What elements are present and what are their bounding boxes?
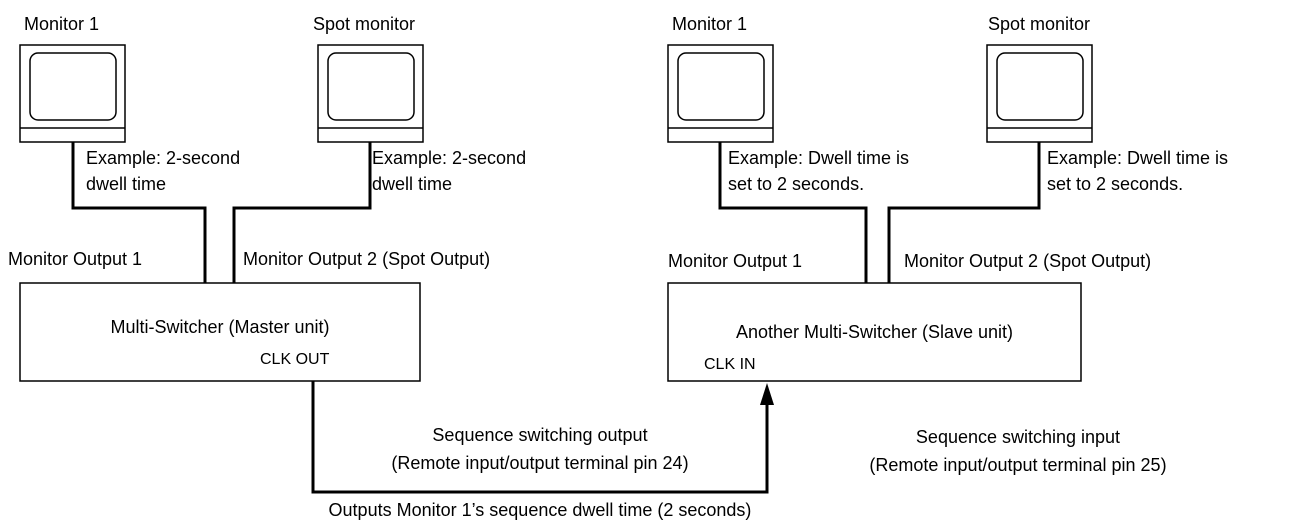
left-spot-cable <box>232 142 372 283</box>
left-spot-example-line2: dwell time <box>372 174 453 194</box>
left-monitor-output2-label: Monitor Output 2 (Spot Output) <box>243 249 491 269</box>
sequence-input-line2: (Remote input/output terminal pin 25) <box>869 455 1167 475</box>
right-monitor1-example-line1: Example: Dwell time is <box>728 148 910 168</box>
sequence-output-line2: (Remote input/output terminal pin 24) <box>391 453 689 473</box>
right-spot-monitor-icon <box>986 44 1093 143</box>
right-monitor-output2-label: Monitor Output 2 (Spot Output) <box>904 251 1152 271</box>
right-monitor1-title: Monitor 1 <box>672 14 748 34</box>
right-monitor1-example-line2: set to 2 seconds. <box>728 174 865 194</box>
right-spot-example-line2: set to 2 seconds. <box>1047 174 1184 194</box>
left-monitor1-title: Monitor 1 <box>24 14 100 34</box>
left-monitor1-example-line1: Example: 2-second <box>86 148 241 168</box>
right-monitor1-cable <box>718 142 868 283</box>
slave-clk-in-label: CLK IN <box>704 356 756 373</box>
right-spot-example-line1: Example: Dwell time is <box>1047 148 1229 168</box>
left-monitor1-cable <box>71 142 207 283</box>
left-monitor-output1-label: Monitor Output 1 <box>8 249 143 269</box>
master-switcher-box <box>19 282 421 382</box>
left-spot-example-line1: Example: 2-second <box>372 148 527 168</box>
right-monitor-output1-label: Monitor Output 1 <box>668 251 803 271</box>
slave-switcher-title: Another Multi-Switcher (Slave unit) <box>735 322 1014 342</box>
left-spot-monitor-icon <box>317 44 424 143</box>
slave-switcher-box <box>667 282 1082 382</box>
left-monitor1-icon <box>19 44 126 143</box>
sequence-output-line1: Sequence switching output <box>432 425 648 445</box>
master-switcher-title: Multi-Switcher (Master unit) <box>110 317 330 337</box>
bottom-caption: Outputs Monitor 1’s sequence dwell time … <box>328 500 752 520</box>
left-monitor1-example-line2: dwell time <box>86 174 167 194</box>
right-spot-monitor-title: Spot monitor <box>988 14 1091 34</box>
sequence-input-line1: Sequence switching input <box>915 427 1121 447</box>
right-monitor1-icon <box>667 44 774 143</box>
right-spot-cable <box>887 142 1041 283</box>
master-clk-out-label: CLK OUT <box>260 351 330 368</box>
arrow-head-icon <box>760 383 774 405</box>
left-spot-monitor-title: Spot monitor <box>313 14 416 34</box>
sequence-cable <box>311 381 769 494</box>
